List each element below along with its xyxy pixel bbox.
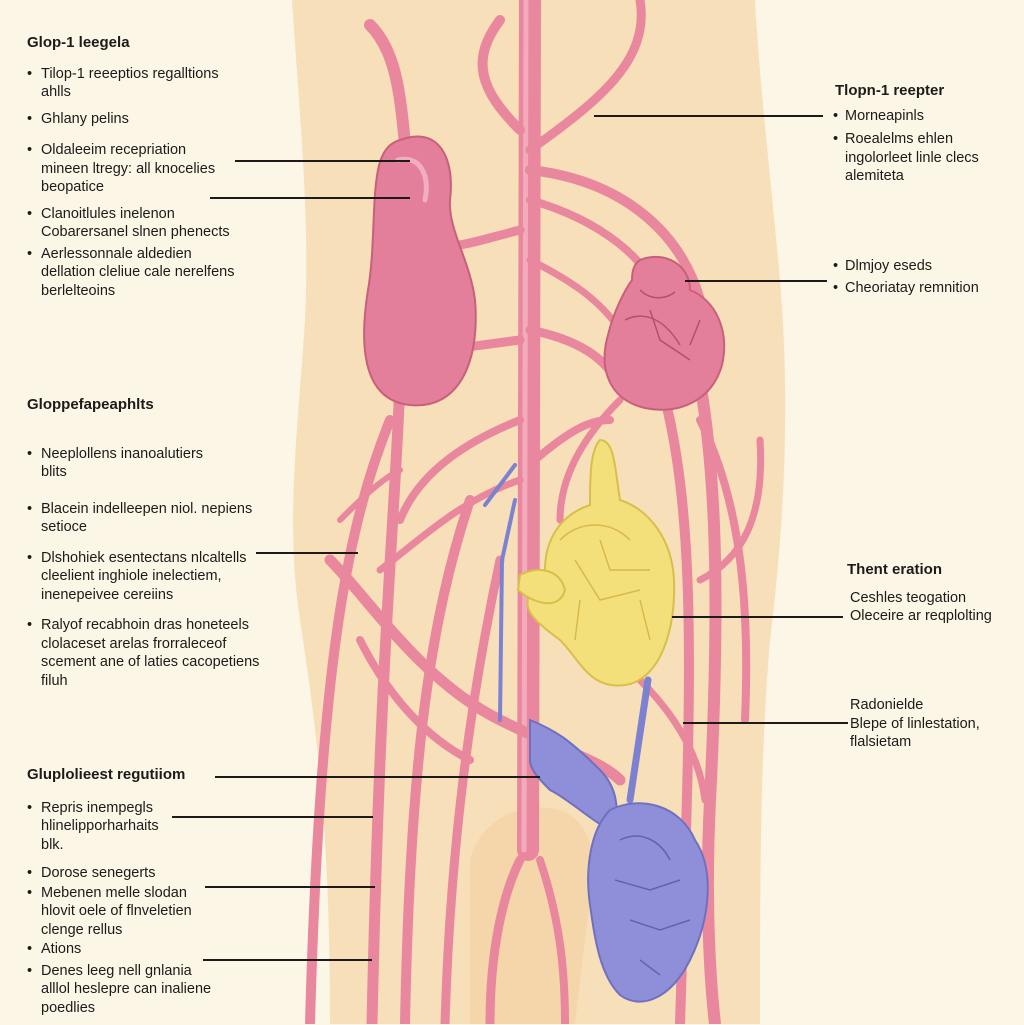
blue-organ-texture <box>614 835 691 976</box>
label-block-middle-left: Gloppefapeaphlts Neeplollens inanoalutie… <box>27 396 327 698</box>
label-block-top-left: Glop-1 leegela Tilop-1 reeeptios regallt… <box>27 34 327 308</box>
lower-mid-vessel-2 <box>536 856 569 1024</box>
right-vessel-5 <box>556 396 624 524</box>
left-organ-highlight <box>395 156 429 203</box>
left-vessel-3 <box>400 495 475 1024</box>
bullet-list: Repris inempeglshlinelipporharhaitsblk. … <box>27 799 327 1018</box>
label-block-bottom-right: Radonielde Blepe of linlestation, flalsi… <box>850 696 1020 752</box>
block-heading: Tlopn-1 reepter <box>835 82 945 99</box>
vein-mid <box>626 676 652 804</box>
plain-list: Radonielde Blepe of linlestation, flalsi… <box>850 696 1020 752</box>
vein-long <box>498 498 517 722</box>
block-heading: Glop-1 leegela <box>27 34 130 51</box>
right-organ <box>603 255 726 411</box>
label-block-upper-right: Dlmjoy eseds Cheoriatay remnition <box>833 257 1018 305</box>
list-item: Ghlany pelins <box>27 110 327 129</box>
left-organ <box>363 135 477 407</box>
list-item: Ceshles teogation <box>850 589 967 606</box>
right-vessel-3 <box>696 416 751 724</box>
list-item: Dlmjoy eseds <box>833 257 1018 276</box>
left-upper-vessel <box>364 19 411 151</box>
yellow-organ <box>526 438 676 687</box>
block-heading: Gloppefapeaphlts <box>27 396 154 413</box>
label-block-bottom-left: Gluplolieest regutiiom Repris inempeglsh… <box>27 766 327 1025</box>
branch-3 <box>525 165 705 305</box>
list-item: Ations <box>27 940 327 959</box>
yellow-organ-texture <box>559 524 651 641</box>
list-item: Ralyof recabhoin dras honeteelsclolacese… <box>27 616 327 690</box>
list-item: Morneapinls <box>833 107 1018 126</box>
label-block-middle-right: Thent eration Ceshles teogation Oleceire… <box>847 561 1017 626</box>
bullet-list: Dlmjoy eseds Cheoriatay remnition <box>833 257 1018 297</box>
branch-2 <box>525 0 646 155</box>
branch-1 <box>477 15 525 135</box>
label-block-top-right: Tlopn-1 reepter Morneapinls Roealelms eh… <box>833 82 1018 194</box>
list-item: Cheoriatay remnition <box>833 279 1018 298</box>
left-vessel-1 <box>366 374 406 1024</box>
lower-mid-vessel <box>485 855 525 1024</box>
right-organ-vessels <box>624 289 701 361</box>
list-item: Blepe of linlestation, <box>850 715 980 732</box>
blue-organ <box>587 802 709 1003</box>
plain-list: Ceshles teogation Oleceire ar reqploltin… <box>850 589 1017 626</box>
block-heading: Gluplolieest regutiiom <box>27 766 186 783</box>
yellow-organ-lobe <box>516 569 567 605</box>
vein-lines <box>483 463 652 804</box>
list-item: flalsietam <box>850 734 912 750</box>
list-item: Radonielde <box>850 697 924 713</box>
list-item: Dlshohiek esentectans nlcaltellscleelien… <box>27 549 327 605</box>
left-vessel-4 <box>440 555 505 1024</box>
central-aorta <box>517 0 541 861</box>
left-small-branch <box>337 467 403 523</box>
right-vessel-6 <box>636 676 709 804</box>
branch-9 <box>396 416 524 524</box>
aorta-highlight <box>521 0 529 853</box>
vein-upper <box>483 463 517 507</box>
block-heading: Thent eration <box>847 561 943 578</box>
list-item: Oleceire ar reqplolting <box>850 608 992 624</box>
left-arc-vessel-2 <box>356 636 474 764</box>
list-item: Dorose senegerts <box>27 864 327 883</box>
right-vessel-4 <box>696 436 765 584</box>
